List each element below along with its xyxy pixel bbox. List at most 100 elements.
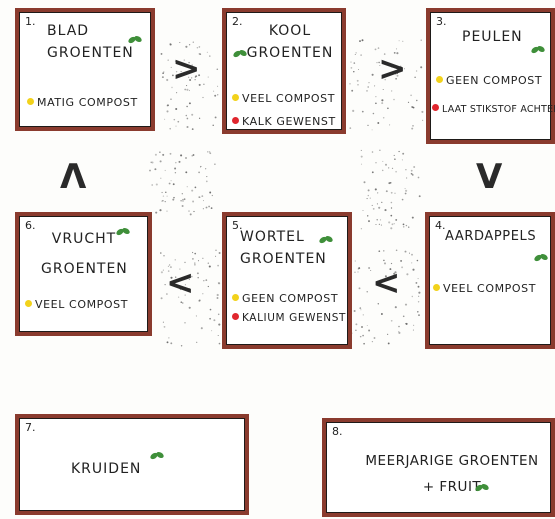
stipple-dot bbox=[155, 183, 158, 186]
stipple-dot bbox=[174, 60, 177, 63]
stipple-dot bbox=[164, 284, 166, 286]
stipple-dot bbox=[160, 252, 162, 254]
stipple-dot bbox=[217, 335, 219, 336]
stipple-dot bbox=[217, 313, 220, 316]
stipple-dot bbox=[357, 83, 359, 86]
stipple-dot bbox=[354, 271, 356, 273]
stipple-dot bbox=[188, 210, 190, 212]
stipple-dot bbox=[172, 198, 175, 201]
stipple-dot bbox=[350, 67, 353, 69]
stipple-dot bbox=[362, 314, 364, 316]
box-number: 8. bbox=[332, 425, 343, 438]
stipple-dot bbox=[385, 190, 388, 193]
stipple-dot bbox=[186, 186, 188, 188]
stipple-dot bbox=[377, 303, 380, 305]
stipple-dot bbox=[186, 288, 188, 291]
arrow-1-to-2: > bbox=[172, 49, 201, 89]
stipple-dot bbox=[170, 276, 173, 279]
stipple-dot bbox=[202, 200, 205, 202]
stipple-dot bbox=[189, 78, 192, 82]
yellow-dot-icon bbox=[232, 294, 239, 301]
stipple-dot bbox=[168, 182, 171, 185]
stipple-dot bbox=[390, 207, 393, 209]
stipple-dot bbox=[351, 89, 354, 92]
stipple-dot bbox=[398, 325, 400, 328]
stipple-dot bbox=[191, 113, 194, 116]
stipple-dot bbox=[172, 183, 175, 186]
stipple-dot bbox=[173, 196, 175, 199]
stipple-dot bbox=[417, 311, 419, 313]
stipple-dot bbox=[377, 47, 380, 49]
stipple-dot bbox=[209, 308, 212, 311]
stipple-dot bbox=[212, 124, 214, 127]
stipple-dot bbox=[185, 171, 188, 174]
stipple-dot bbox=[372, 207, 375, 210]
stipple-dot bbox=[209, 191, 212, 194]
stipple-dot bbox=[151, 184, 154, 186]
stipple-dot bbox=[198, 299, 201, 302]
stipple-dot bbox=[198, 74, 201, 77]
stipple-dot bbox=[162, 153, 165, 156]
stipple-dot bbox=[213, 90, 215, 92]
stipple-dot bbox=[383, 61, 386, 64]
stipple-dot bbox=[413, 324, 415, 326]
stipple-dot bbox=[361, 326, 363, 328]
stipple-dot bbox=[177, 296, 180, 298]
yellow-dot-icon bbox=[27, 98, 34, 105]
arrow-5-to-6: < bbox=[166, 263, 195, 303]
note-mineral: Kalk gewenst bbox=[232, 115, 336, 128]
stipple-dot bbox=[378, 61, 380, 64]
stipple-dot bbox=[368, 266, 371, 270]
stipple-dot bbox=[175, 125, 177, 127]
stipple-dot bbox=[378, 206, 381, 209]
stipple-dot bbox=[411, 216, 414, 219]
stipple-dot bbox=[205, 206, 208, 209]
stipple-dot bbox=[160, 52, 163, 55]
stipple-dot bbox=[203, 83, 205, 85]
stipple-dot bbox=[184, 294, 186, 296]
box-title: Meerjarige groenten + fruit bbox=[365, 453, 539, 495]
stipple-dot bbox=[358, 267, 361, 270]
stipple-dot bbox=[151, 161, 154, 164]
box-1-blad-groenten: 1. Blad Groenten Matig compost bbox=[15, 8, 155, 131]
stipple-dot bbox=[162, 195, 165, 197]
stipple-dot bbox=[403, 68, 405, 70]
stipple-dot bbox=[176, 92, 178, 94]
stipple-dot bbox=[416, 99, 418, 102]
stipple-dot bbox=[166, 78, 169, 82]
stipple-dot bbox=[402, 315, 405, 318]
stipple-dot bbox=[360, 228, 363, 230]
stipple-dot bbox=[398, 331, 401, 334]
stipple-dot bbox=[205, 168, 207, 170]
stipple-dot bbox=[162, 200, 164, 202]
yellow-dot-icon bbox=[433, 284, 440, 291]
arrow-3-to-4: V bbox=[476, 157, 503, 197]
note-compost: Veel compost bbox=[433, 282, 536, 295]
box-number: 2. bbox=[232, 15, 243, 28]
box-6-vrucht-groenten: 6. Vrucht Groenten Veel compost bbox=[15, 212, 152, 336]
box-title: Wortel Groenten bbox=[240, 229, 327, 267]
stipple-dot bbox=[178, 160, 181, 163]
stipple-dot bbox=[395, 48, 398, 50]
stipple-dot bbox=[202, 208, 204, 210]
stipple-dot bbox=[199, 166, 202, 168]
stipple-dot bbox=[379, 149, 381, 151]
stipple-dot bbox=[391, 65, 394, 68]
box-7-kruiden: 7. Kruiden bbox=[15, 414, 249, 515]
stipple-dot bbox=[366, 291, 368, 293]
stipple-dot bbox=[402, 40, 404, 42]
stipple-dot bbox=[217, 94, 219, 96]
stipple-dot bbox=[198, 196, 200, 198]
stipple-dot bbox=[421, 110, 424, 113]
stipple-dot bbox=[161, 200, 163, 202]
leaf-icon bbox=[475, 483, 489, 492]
stipple-dot bbox=[164, 118, 166, 120]
stipple-dot bbox=[209, 55, 211, 57]
stipple-dot bbox=[357, 68, 360, 71]
box-title: Kool Groenten bbox=[246, 23, 334, 61]
leaf-icon bbox=[319, 235, 333, 244]
stipple-dot bbox=[159, 209, 162, 212]
box-title: Aardappels bbox=[445, 229, 537, 244]
stipple-dot bbox=[375, 223, 377, 226]
stipple-dot bbox=[194, 264, 196, 266]
